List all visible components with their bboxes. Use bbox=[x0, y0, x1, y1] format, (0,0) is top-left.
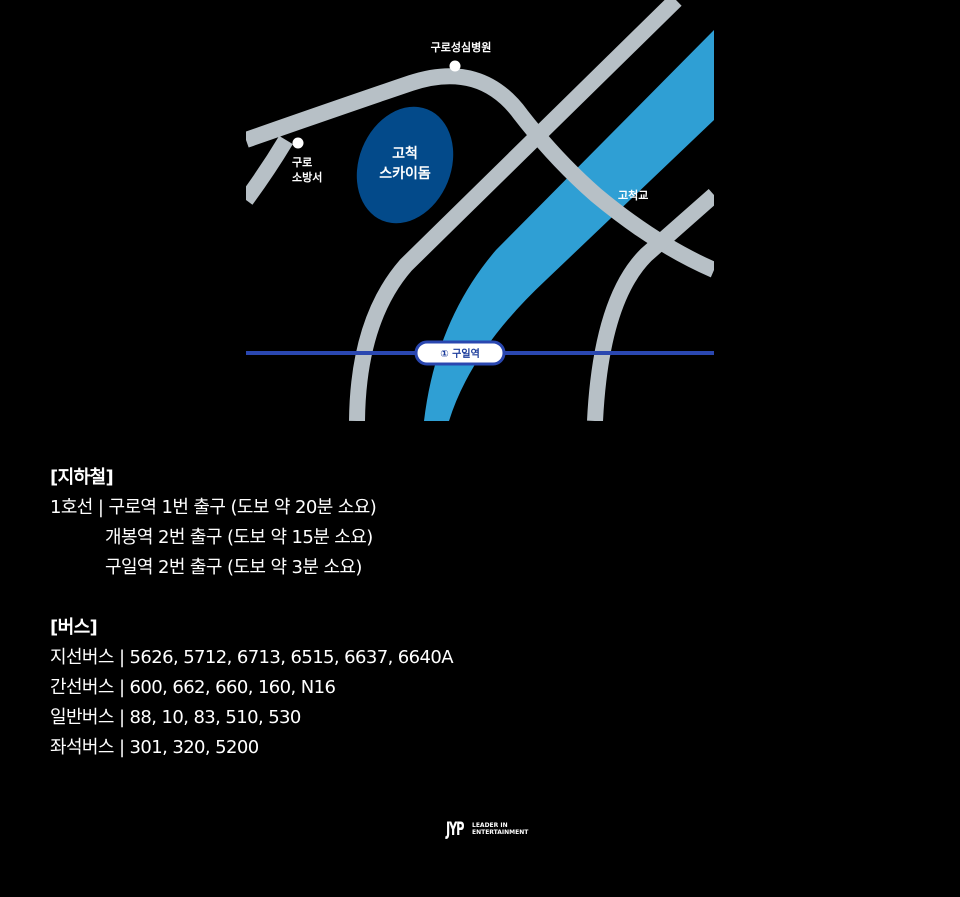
directions-info: [지하철] 1호선 | 구로역 1번 출구 (도보 약 20분 소요) 개봉역 … bbox=[50, 466, 454, 766]
subway-heading: [지하철] bbox=[50, 467, 114, 488]
jyp-logo: JYP LEADER IN ENTERTAINMENT bbox=[446, 819, 528, 839]
bus-row-branch: 지선버스 | 5626, 5712, 6713, 6515, 6637, 664… bbox=[50, 647, 454, 668]
bridge-label: 고척교 bbox=[618, 188, 648, 202]
road-east bbox=[587, 189, 714, 421]
stadium-label-line2: 스카이돔 bbox=[379, 165, 431, 182]
logo-tagline-line1: LEADER IN bbox=[472, 822, 508, 829]
road-diagonal-main bbox=[349, 0, 682, 421]
logo-tagline-line2: ENTERTAINMENT bbox=[472, 829, 529, 836]
bus-row-general: 일반버스 | 88, 10, 83, 510, 530 bbox=[50, 707, 301, 728]
fire-station-label-line2: 소방서 bbox=[292, 170, 322, 184]
fire-station-label-line1: 구로 bbox=[292, 156, 312, 169]
subway-row-guro: 1호선 | 구로역 1번 출구 (도보 약 20분 소요) bbox=[50, 497, 377, 518]
stadium-label-line1: 고척 bbox=[392, 146, 418, 162]
subway-row-gaebong: 개봉역 2번 출구 (도보 약 15분 소요) bbox=[105, 527, 373, 548]
station-label: ① 구일역 bbox=[440, 347, 480, 360]
fire-station-dot bbox=[292, 137, 304, 149]
bus-row-seat: 좌석버스 | 301, 320, 5200 bbox=[50, 737, 259, 758]
station-badge[interactable] bbox=[414, 340, 506, 366]
location-map: ① 구일역 고척 스카이돔 구로성심병원 구로 소방서 고척교 bbox=[246, 0, 714, 421]
subway-row-guil: 구일역 2번 출구 (도보 약 3분 소요) bbox=[105, 557, 362, 578]
hospital-dot bbox=[449, 60, 461, 72]
logo-tagline: LEADER IN ENTERTAINMENT bbox=[472, 822, 528, 836]
bus-heading: [버스] bbox=[50, 617, 98, 638]
road-west-branch bbox=[246, 135, 293, 205]
hospital-label: 구로성심병원 bbox=[431, 40, 492, 54]
stadium-marker[interactable] bbox=[340, 92, 470, 238]
river bbox=[424, 30, 714, 421]
map-canvas: ① 구일역 고척 스카이돔 구로성심병원 구로 소방서 고척교 bbox=[246, 0, 714, 421]
road-curved-north bbox=[246, 68, 714, 278]
bus-row-trunk: 간선버스 | 600, 662, 660, 160, N16 bbox=[50, 677, 336, 698]
logo-mark: JYP bbox=[446, 818, 464, 840]
